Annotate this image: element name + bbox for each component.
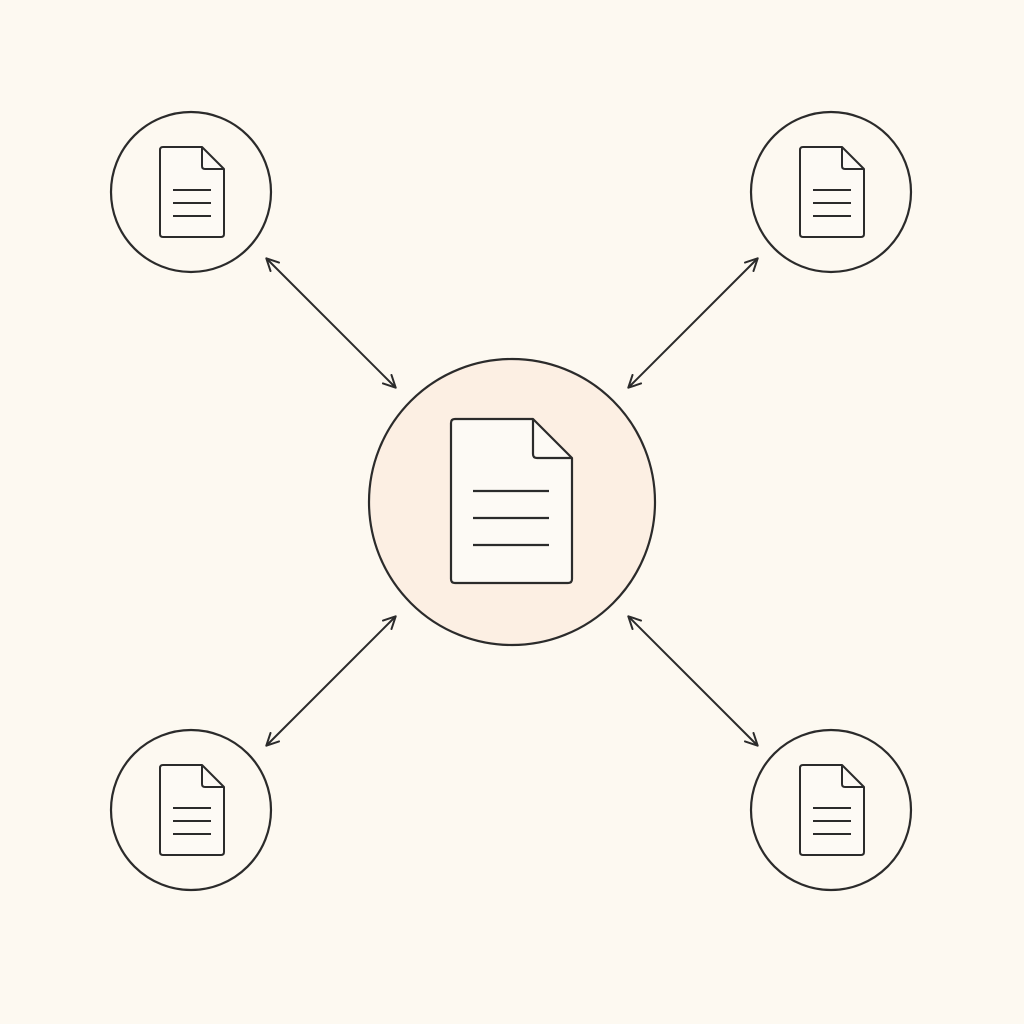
node-bottom-right	[749, 728, 913, 892]
node-bottom-left	[109, 728, 273, 892]
connector-top-left	[265, 257, 397, 389]
connector-bottom-right	[627, 615, 759, 747]
node-top-left	[109, 110, 273, 274]
document-icon	[159, 764, 225, 856]
connections	[265, 257, 759, 747]
document-icon	[799, 764, 865, 856]
document-icon	[159, 146, 225, 238]
node-top-right	[749, 110, 913, 274]
connector-top-right	[627, 257, 759, 389]
connector-bottom-left	[265, 615, 397, 747]
document-icon	[799, 146, 865, 238]
document-icon	[449, 417, 574, 585]
hub-node	[367, 357, 657, 647]
